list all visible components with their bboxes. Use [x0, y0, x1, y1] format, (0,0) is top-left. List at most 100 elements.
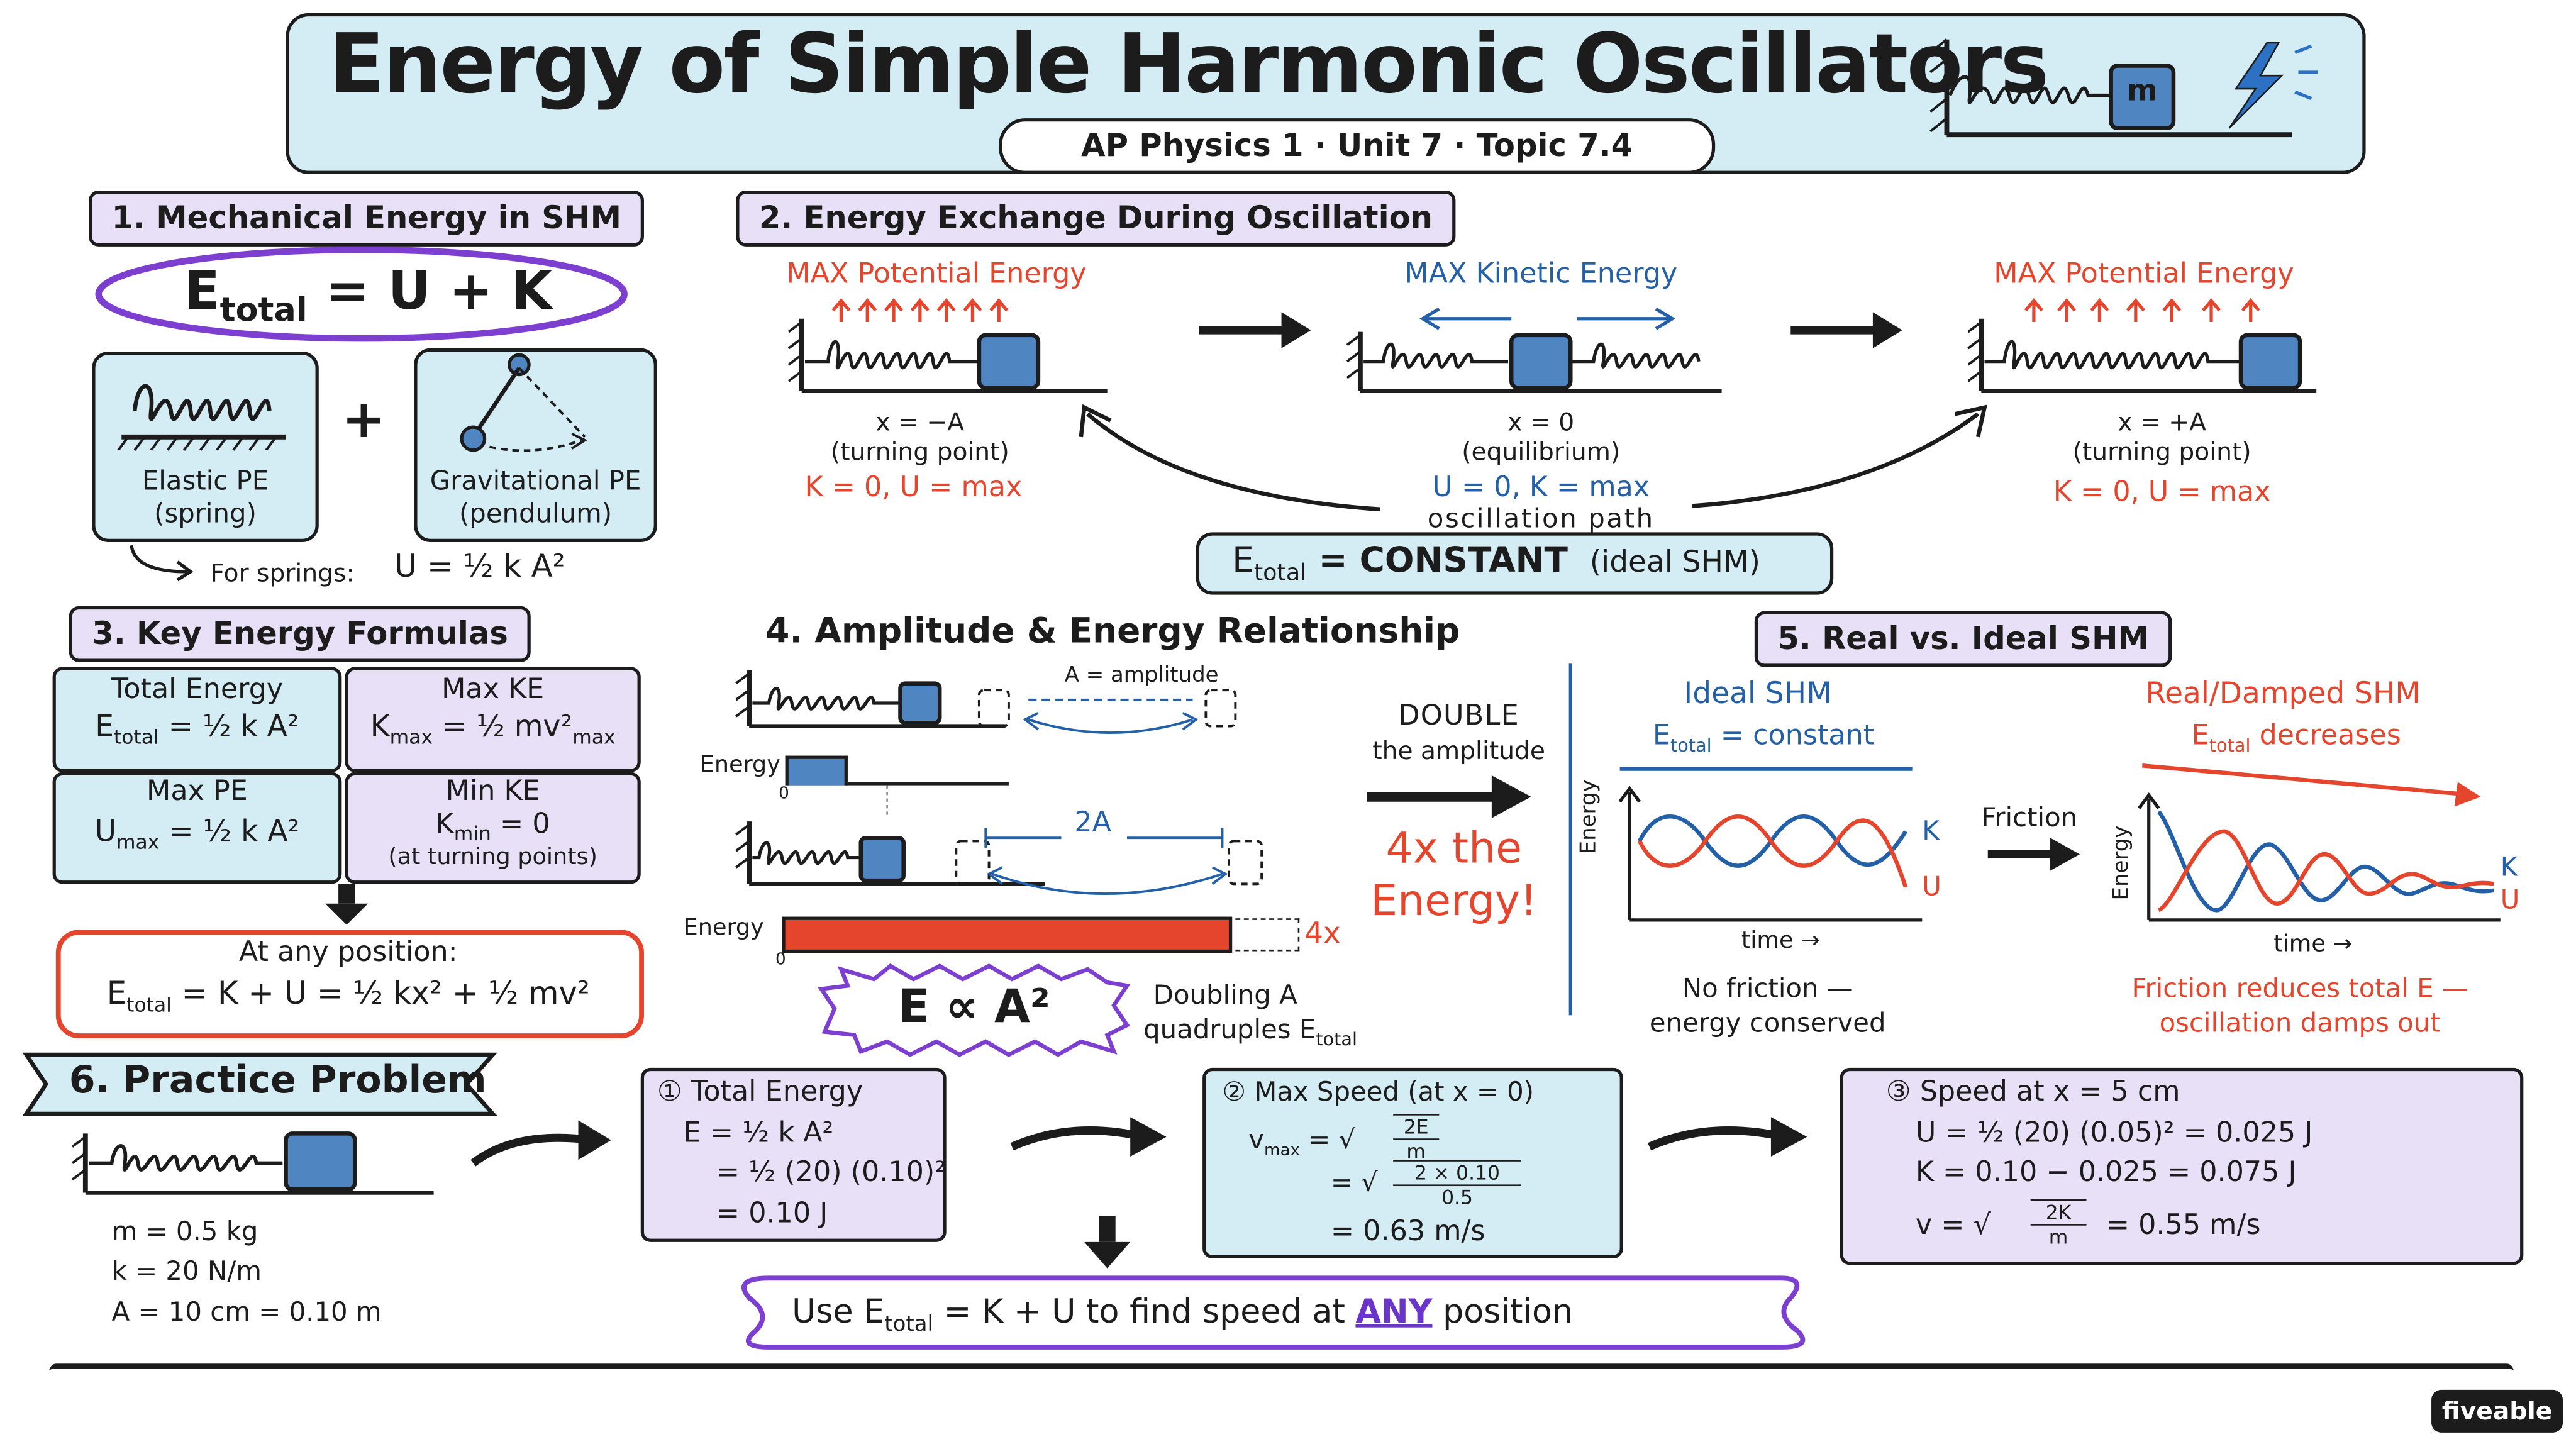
step2-title: ② Max Speed (at x = 0): [1222, 1075, 1535, 1108]
brand-logo: fiveable: [2431, 1389, 2563, 1433]
arrow-down-icon: [1084, 1216, 1131, 1269]
real-k-label: K: [2500, 851, 2518, 882]
real-u-label: U: [2500, 884, 2520, 915]
step1-line1: E = ½ k A²: [683, 1117, 834, 1150]
page-subtitle: AP Physics 1 · Unit 7 · Topic 7.4: [999, 118, 1716, 174]
arrow-right-icon: [1987, 838, 2080, 871]
max-ke-eq: Kmax = ½ mv²max: [370, 709, 616, 749]
total-energy-title: Total Energy: [111, 674, 284, 707]
grav-pe-sub: (pendulum): [458, 497, 613, 530]
practice-spring-system: [71, 1131, 434, 1195]
ideal-note2: energy conserved: [1649, 1007, 1886, 1038]
springs-eq: U = ½ k A²: [394, 548, 565, 585]
mid-spring-system: [1346, 307, 1722, 393]
summary-text: Use Etotal = K + U to find speed at ANY …: [792, 1291, 1574, 1338]
section1-heading: 1. Mechanical Energy in SHM: [89, 191, 645, 247]
four-times-label: 4x the: [1385, 824, 1523, 874]
step1-title: ① Total Energy: [657, 1075, 863, 1109]
energy-bar-large: [782, 916, 1233, 953]
proportion-eq: E ∝ A²: [898, 979, 1050, 1034]
real-subtitle: Etotal decreases: [2191, 719, 2401, 757]
ideal-u-label: U: [1922, 870, 1941, 902]
curved-arrow-icon: [470, 1120, 611, 1167]
step3-line3b: = 0.55 m/s: [2106, 1209, 2261, 1242]
left-title: MAX Potential Energy: [786, 258, 1087, 291]
left-pos: x = −A: [875, 407, 965, 437]
step3-line1: U = ½ (20) (0.05)² = 0.025 J: [1915, 1117, 2313, 1150]
springs-note: For springs:: [210, 558, 355, 589]
section-divider: [1568, 663, 1572, 1016]
header-spring-icon: [1929, 38, 2318, 138]
section3-heading: 3. Key Energy Formulas: [69, 606, 531, 662]
page-title: Energy of Simple Harmonic Oscillators: [328, 16, 2049, 112]
step3-line3a: v = √: [1915, 1209, 1991, 1242]
step2-line3: = 0.63 m/s: [1330, 1216, 1485, 1249]
spring-icon: [117, 384, 286, 451]
energy-label-large: Energy: [683, 914, 764, 941]
total-energy-card: [52, 667, 342, 772]
any-position-title: At any position:: [238, 936, 458, 970]
arrow-right-icon: [1790, 312, 1902, 348]
four-times-label2: Energy!: [1370, 877, 1538, 927]
double-label: DOUBLE: [1398, 699, 1519, 733]
energy-axis-label: Energy: [1577, 779, 1602, 855]
max-ke-title: Max KE: [441, 674, 545, 707]
two-a-label: 2A: [1074, 806, 1112, 840]
ideal-shm-graph: [1618, 767, 1923, 922]
elastic-pe-sub: (spring): [154, 497, 257, 530]
elastic-pe-label: Elastic PE: [142, 465, 269, 496]
friction-label: Friction: [1981, 801, 2078, 833]
amplitude-diagram: [735, 670, 1263, 895]
any-position-eq: Etotal = K + U = ½ kx² + ½ mv²: [106, 975, 590, 1017]
section4-heading: 4. Amplitude & Energy Relationship: [765, 611, 1460, 651]
section5-heading: 5. Real vs. Ideal SHM: [1754, 611, 2172, 667]
real-note2: oscillation damps out: [2159, 1007, 2441, 1038]
amplitude-label: A = amplitude: [1064, 663, 1219, 689]
arrow-down-icon: [325, 884, 369, 925]
real-note1: Friction reduces total E —: [2131, 972, 2468, 1004]
step1-line2: = ½ (20) (0.10)²: [716, 1156, 947, 1190]
path-label: oscillation path: [1427, 502, 1655, 534]
real-title: Real/Damped SHM: [2145, 677, 2421, 712]
ideal-note1: No friction —: [1682, 972, 1853, 1004]
energy-bar-small: [785, 755, 848, 786]
step1-line3: = 0.10 J: [716, 1197, 828, 1231]
ideal-subtitle: Etotal = constant: [1652, 719, 1875, 757]
constant-energy-box: [1196, 532, 1834, 595]
amplitude-value: A = 10 cm = 0.10 m: [111, 1296, 382, 1328]
step2-box: [1202, 1067, 1623, 1258]
arrow-right-icon: [1367, 775, 1531, 818]
zero-label-large: 0: [775, 951, 786, 970]
practice-banner: [22, 1052, 497, 1116]
spring-constant-value: k = 20 N/m: [111, 1255, 262, 1287]
damped-shm-graph: [2137, 763, 2501, 922]
real-time-label: time →: [2273, 931, 2353, 958]
right-spring-system: [1967, 297, 2317, 393]
step3-line2: K = 0.10 − 0.025 = 0.075 J: [1915, 1156, 2297, 1190]
max-pe-eq: Umax = ½ k A²: [94, 814, 300, 854]
step2-line2: = √: [1330, 1166, 1378, 1198]
curved-arrow-icon: [1010, 1117, 1167, 1157]
curved-arrow-icon: [1647, 1117, 1807, 1157]
section2-heading: 2. Energy Exchange During Oscillation: [736, 191, 1456, 247]
bar-guide: [886, 785, 888, 815]
bottom-rule: [49, 1363, 2514, 1379]
min-ke-title: Min KE: [445, 775, 540, 809]
mid-pos: x = 0: [1507, 407, 1575, 437]
energy-label-small: Energy: [699, 752, 780, 779]
left-energies: K = 0, U = max: [804, 471, 1023, 504]
doubling-line2: quadruples Etotal: [1143, 1013, 1357, 1050]
arrow-icon: [130, 545, 194, 582]
total-energy-ellipse: [95, 246, 628, 342]
mid-energies: U = 0, K = max: [1432, 471, 1650, 504]
mid-title: MAX Kinetic Energy: [1404, 258, 1678, 291]
eq-total-energy: Etotal = U + K: [184, 259, 552, 330]
step3-title: ③ Speed at x = 5 cm: [1885, 1075, 2180, 1109]
min-ke-card: [345, 772, 641, 884]
energy-track-small: [785, 755, 1236, 786]
total-energy-eq: Etotal = ½ k A²: [95, 709, 299, 749]
summary-scroll: [741, 1275, 1806, 1350]
